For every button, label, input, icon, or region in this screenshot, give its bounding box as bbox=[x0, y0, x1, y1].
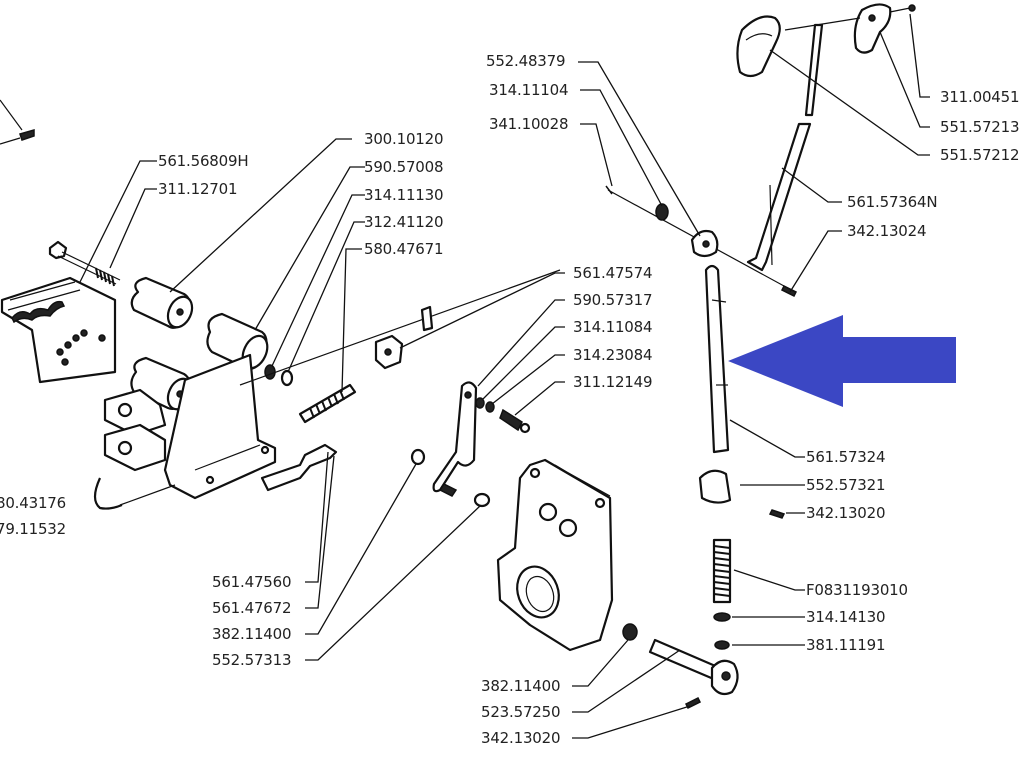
part-label: 311.12149 bbox=[573, 373, 653, 391]
part-label: 314.14130 bbox=[806, 608, 886, 626]
washer-381-11191 bbox=[714, 640, 730, 650]
part-label: 561.56809H bbox=[158, 152, 249, 170]
part-label: 590.57317 bbox=[573, 291, 653, 309]
highlight-arrow-icon bbox=[728, 315, 956, 407]
part-label: 311.12701 bbox=[158, 180, 238, 198]
shift-gate-plate bbox=[0, 276, 117, 384]
lever-590-57317 bbox=[410, 381, 491, 508]
mount-bracket bbox=[103, 353, 277, 500]
leader-lines bbox=[79, 13, 930, 739]
part-label: 79.11532 bbox=[0, 520, 66, 538]
collar-552-57321 bbox=[698, 469, 786, 519]
part-label: 314.11084 bbox=[573, 318, 653, 336]
gearbox-cover bbox=[496, 458, 614, 652]
washer-314-14130 bbox=[713, 612, 731, 622]
part-label: 523.57250 bbox=[481, 703, 561, 721]
part-label: 551.57212 bbox=[940, 146, 1020, 164]
spring-580-47671 bbox=[298, 383, 357, 424]
part-label: 561.47672 bbox=[212, 599, 292, 617]
part-label: 381.11191 bbox=[806, 636, 886, 654]
part-label: 590.57008 bbox=[364, 158, 444, 176]
knob-551-57212 bbox=[736, 15, 781, 78]
part-label: 342.13020 bbox=[806, 504, 886, 522]
part-label: 314.11104 bbox=[489, 81, 569, 99]
washers-bolt-311-12149 bbox=[475, 397, 531, 434]
knob-axis-line bbox=[784, 17, 861, 31]
shift-rod-line bbox=[239, 269, 561, 386]
bushing-upper bbox=[130, 276, 194, 329]
part-label: 314.11130 bbox=[364, 186, 444, 204]
part-label: 552.57313 bbox=[212, 651, 292, 669]
part-label: 552.57321 bbox=[806, 476, 886, 494]
part-label: 561.47574 bbox=[573, 264, 653, 282]
part-label: 552.48379 bbox=[486, 52, 566, 70]
part-label: 341.10028 bbox=[489, 115, 569, 133]
plate-561-47560 bbox=[260, 443, 338, 492]
clamp-block-561-47574 bbox=[374, 305, 434, 370]
part-label: 382.11400 bbox=[481, 677, 561, 695]
part-label: 561.47560 bbox=[212, 573, 292, 591]
lever-561-57364N bbox=[746, 23, 824, 272]
part-label: 561.57324 bbox=[806, 448, 886, 466]
part-label: 561.57364N bbox=[847, 193, 938, 211]
part-label: 342.13020 bbox=[481, 729, 561, 747]
part-label: 551.57213 bbox=[940, 118, 1020, 136]
top-left-bolt bbox=[0, 99, 35, 145]
part-label: 312.41120 bbox=[364, 213, 444, 231]
part-label: 80.43176 bbox=[0, 494, 66, 512]
part-label: 580.47671 bbox=[364, 240, 444, 258]
shift-rod-561-57324 bbox=[704, 264, 730, 454]
part-label: 311.00451 bbox=[940, 88, 1020, 106]
knob-551-57213 bbox=[853, 3, 916, 54]
bolt-311-12701 bbox=[48, 240, 121, 287]
part-label: 342.13024 bbox=[847, 222, 927, 240]
pivot-parts bbox=[605, 185, 719, 258]
part-label: 314.23084 bbox=[573, 346, 653, 364]
spring-F0831193010 bbox=[712, 538, 732, 604]
part-label: F0831193010 bbox=[806, 581, 908, 599]
part-label: 382.11400 bbox=[212, 625, 292, 643]
shaft-523-57250 bbox=[622, 623, 739, 710]
cable-end bbox=[93, 477, 176, 510]
part-label: 300.10120 bbox=[364, 130, 444, 148]
